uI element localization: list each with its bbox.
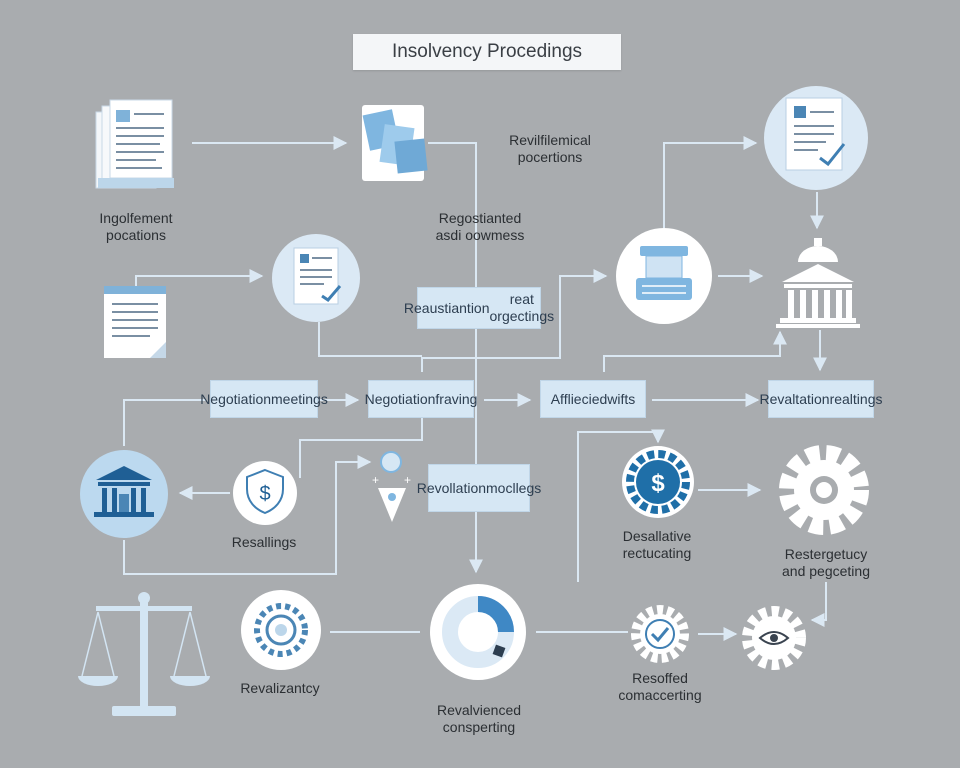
connector [123, 455, 372, 575]
svg-text:+: + [372, 473, 379, 487]
papers-icon [362, 105, 428, 181]
cash-register-icon [616, 228, 712, 324]
box-revollation-line2: mocllegs [486, 479, 542, 496]
connector [299, 418, 423, 478]
label-right-gear: Restergetucy and pegceting [766, 546, 886, 580]
dollar-gear-icon: $ [622, 446, 694, 518]
label-right-mid: Desallative rectucating [600, 528, 714, 562]
donut-chart-icon [430, 584, 526, 680]
target-gear-icon [241, 590, 321, 670]
label-right-mid-line2: rectucating [622, 545, 692, 561]
bank-icon [80, 450, 168, 538]
box-affliecied-line2: wifts [607, 390, 636, 407]
label-top-mid: Revilfilemical pocertions [486, 132, 614, 166]
connector [428, 142, 483, 574]
location-pin-icon: + + [372, 451, 411, 522]
gear-icon [779, 445, 869, 535]
box-realization-line2: reat orgectings [489, 291, 555, 324]
connector [663, 136, 758, 228]
box-realization-line1: Reaustiantion [403, 299, 490, 316]
label-bottom-mid: Revalvienced consperting [420, 702, 538, 736]
label-mid-upper: Regostianted asdi oowmess [416, 210, 544, 244]
eye-gear-icon [742, 606, 806, 670]
box-realization: Reaustiantion reat orgectings [404, 287, 554, 329]
contract-icon [272, 234, 360, 322]
box-negotiation-fraving: Negotiation fraving [364, 380, 478, 418]
box-revaltation-line1: Revaltation [759, 390, 830, 407]
box-negotiation-meetings: Negotiation meetings [200, 380, 328, 418]
label-bottom-left: Revalizantcy [240, 680, 320, 696]
label-top-left: Ingolfement pocations [80, 210, 192, 244]
box-revollation: Revollation mocllegs [417, 464, 541, 512]
diagram-title: Insolvency Procedings [353, 34, 621, 70]
label-top-left-line1: Ingolfement [99, 210, 173, 226]
label-top-mid-line1: Revilfilemical [509, 132, 591, 148]
connector-lines [123, 136, 827, 641]
label-bottom-mid-line2: consperting [442, 719, 516, 735]
connector [421, 269, 608, 372]
box-revollation-line1: Revollation [416, 479, 487, 496]
box-negotiation-meetings-line1: Negotiation [200, 390, 272, 407]
courthouse-icon [776, 238, 860, 328]
label-bottom-right-line1: Resoffed [632, 670, 688, 686]
scales-icon [78, 592, 210, 716]
label-mid-upper-line2: asdi oowmess [435, 227, 525, 243]
label-left-bottom: Resallings [231, 534, 297, 550]
svg-text:$: $ [259, 483, 270, 505]
document-icon [104, 286, 166, 358]
label-bottom-right: Resoffed comaccerting [604, 670, 716, 704]
label-right-mid-line1: Desallative [622, 528, 692, 544]
box-revaltation-line2: realtings [829, 390, 883, 407]
connector [123, 399, 206, 446]
connector [577, 429, 665, 582]
label-mid-upper-line1: Regostianted [438, 210, 522, 226]
svg-text:+: + [404, 473, 411, 487]
label-right-gear-line2: and pegceting [782, 563, 870, 579]
box-revaltation: Revaltation realtings [760, 380, 882, 418]
box-negotiation-meetings-line2: meetings [271, 390, 328, 407]
box-affliecied: Affliecied wifts [540, 380, 646, 418]
box-negotiation-fraving-line1: Negotiation [364, 390, 436, 407]
document-stack-icon [95, 99, 174, 189]
check-gear-icon [631, 605, 689, 663]
label-bottom-mid-line1: Revalvienced [436, 702, 522, 718]
label-bottom-right-line2: comaccerting [618, 687, 702, 703]
connector [810, 582, 827, 627]
label-top-mid-line2: pocertions [517, 149, 583, 165]
svg-text:$: $ [651, 470, 665, 497]
label-right-gear-line1: Restergetucy [784, 546, 868, 562]
certificate-icon [764, 86, 868, 190]
box-affliecied-line1: Affliecied [550, 390, 608, 407]
box-negotiation-fraving-line2: fraving [435, 390, 478, 407]
label-top-left-line2: pocations [106, 227, 166, 243]
shield-dollar-icon: $ [233, 461, 297, 525]
connector [603, 330, 787, 372]
connector [318, 322, 422, 357]
